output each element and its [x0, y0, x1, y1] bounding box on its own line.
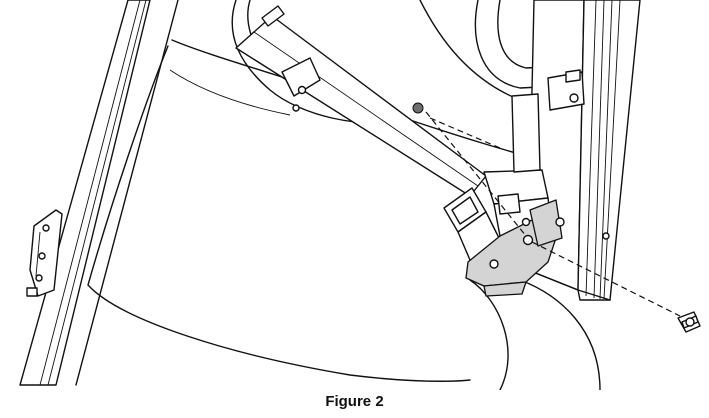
upper-belt-anchor — [281, 57, 321, 112]
figure-caption: Figure 2 — [325, 393, 384, 410]
seat-belt-retractor-bracket — [465, 199, 565, 297]
alignment-dashed-lines — [425, 111, 681, 317]
mounting-bolt — [677, 311, 701, 333]
left-side-bracket — [26, 209, 63, 297]
upper-post-bracket — [547, 69, 585, 111]
frame-nut — [412, 102, 424, 114]
seat-belt-installation-drawing — [19, 0, 701, 390]
left-roof-pillar — [19, 0, 179, 386]
seat-belt-webbing — [235, 5, 487, 197]
grab-handle — [474, 0, 563, 89]
